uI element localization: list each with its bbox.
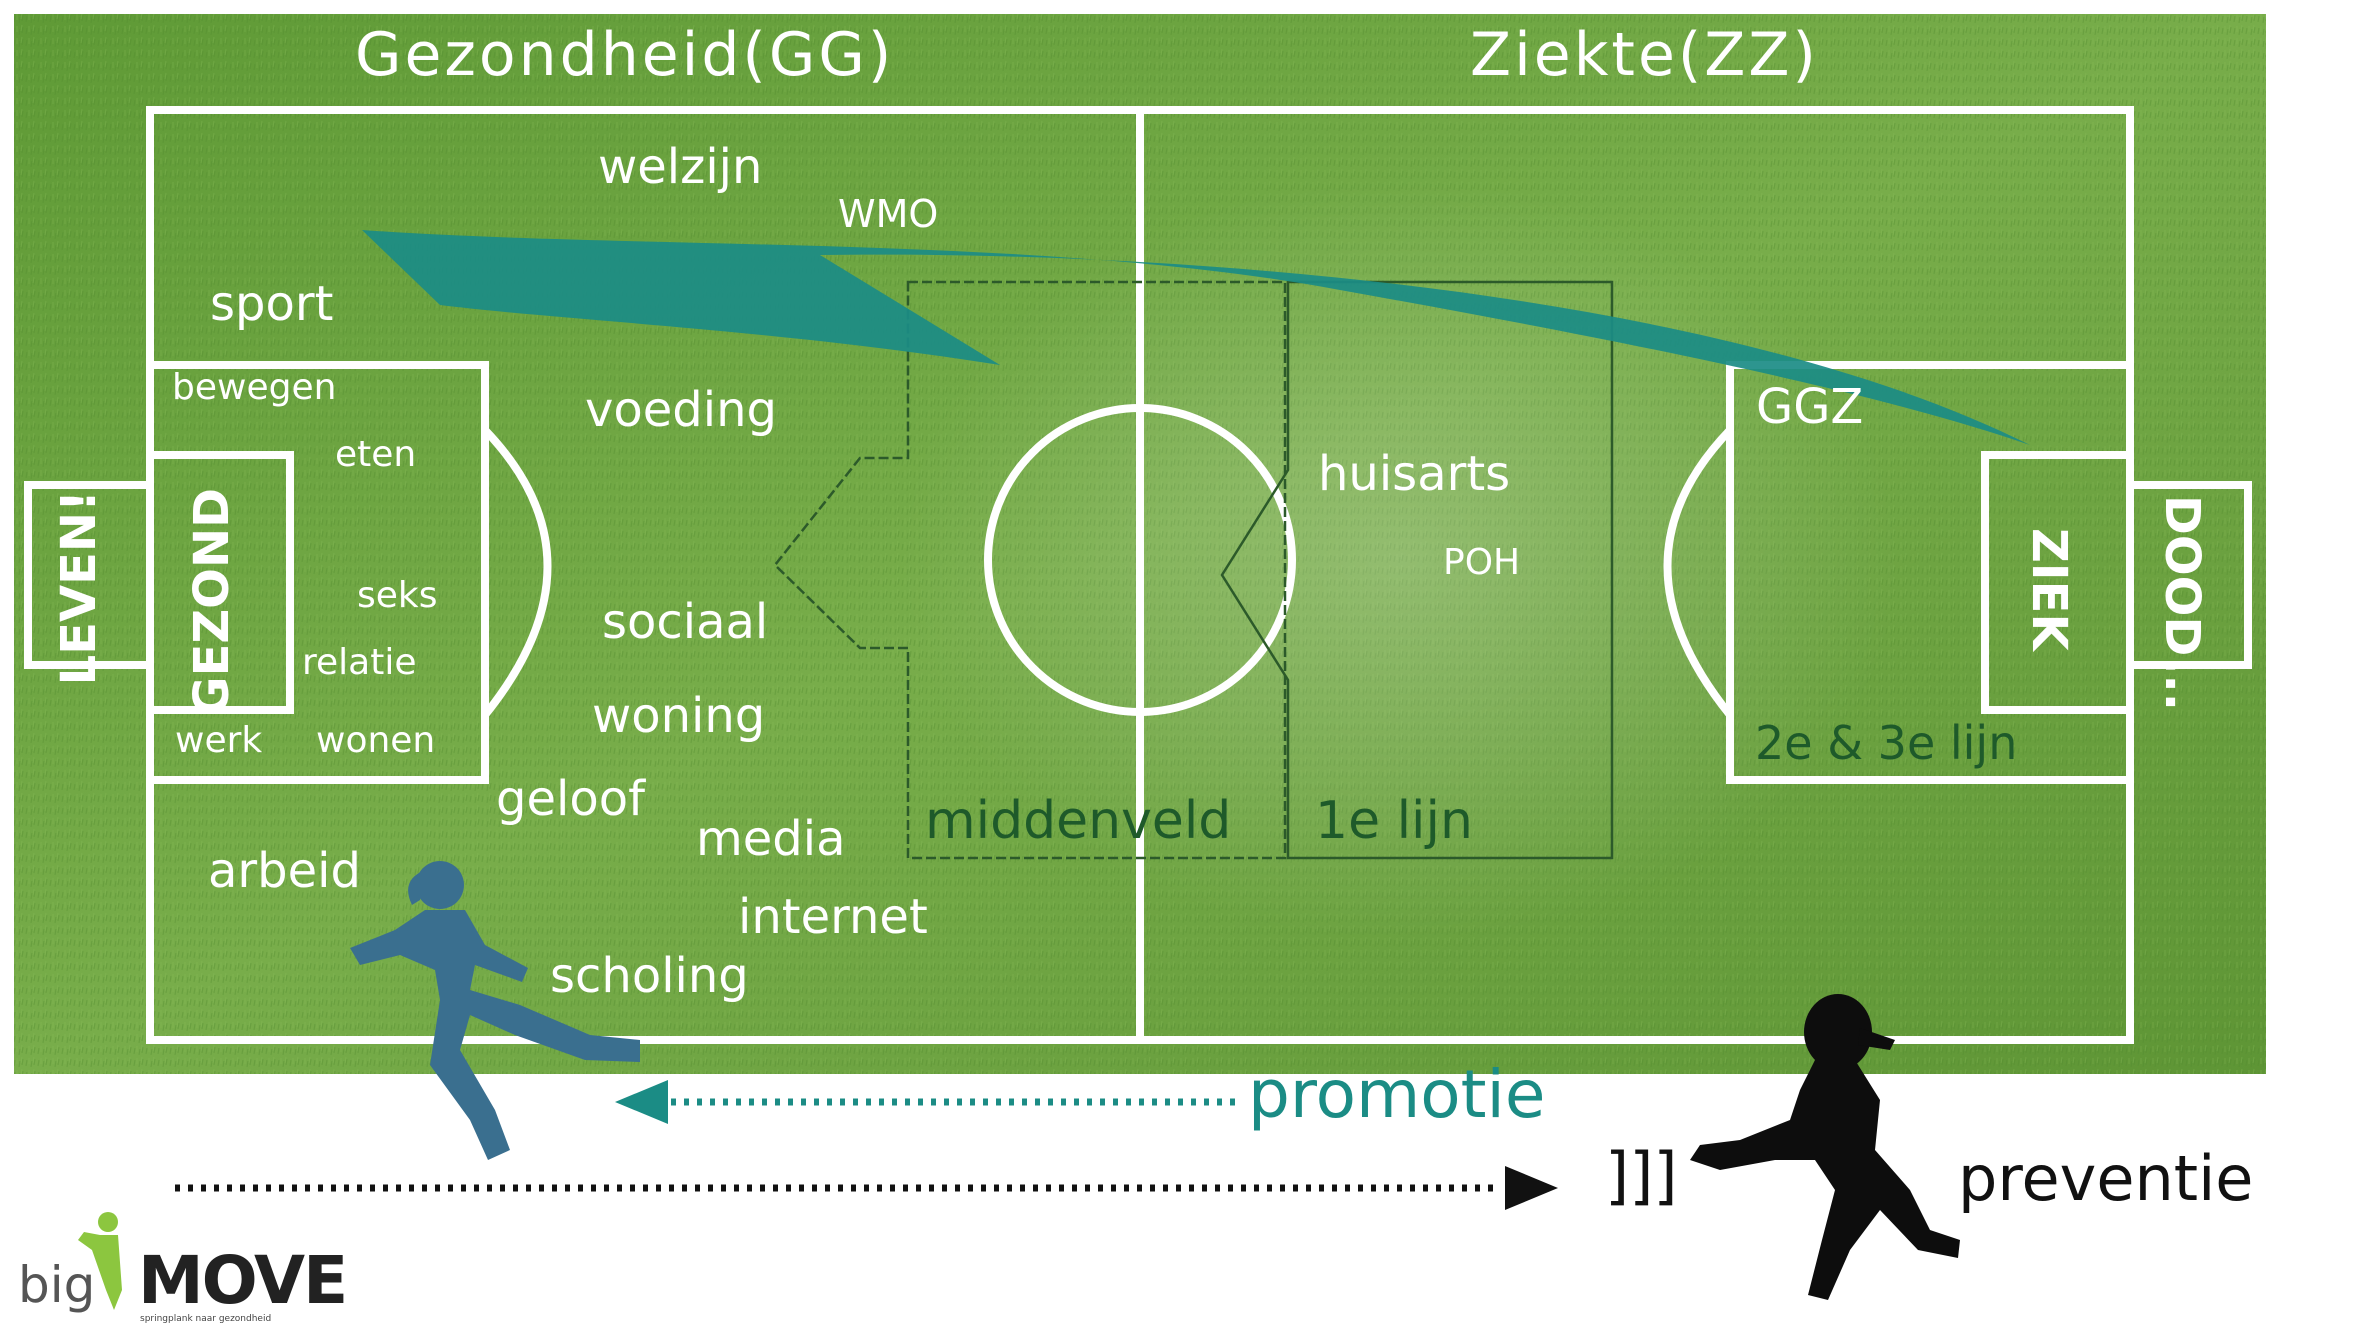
teal-curved-arrow [362,230,2030,445]
falling-figure [1690,994,1960,1300]
word-huisarts: huisarts [1318,446,1511,502]
logo-big: big [18,1256,96,1314]
word-tweede-derde-lijn: 2e & 3e lijn [1755,716,2018,770]
word-woning: woning [592,688,766,744]
logo-move: MOVE [138,1242,348,1319]
word-wonen: wonen [316,720,436,761]
word-internet: internet [738,889,928,945]
word-werk: werk [175,720,263,761]
runner-figure [350,861,640,1160]
left-half-title: Gezondheid(GG) [355,20,895,90]
left-goal [24,481,154,669]
word-sport: sport [210,276,334,332]
promotie-arrowhead [615,1080,668,1124]
ziek-label: ZIEK [2021,528,2077,651]
center-circle [984,404,1296,716]
word-middenveld: middenveld [925,791,1232,851]
word-eerste-lijn: 1e lijn [1315,791,1473,851]
right-half-title: Ziekte(ZZ) [1470,20,1819,90]
word-media: media [696,811,846,867]
word-wmo: WMO [838,192,939,236]
word-arbeid: arbeid [208,843,361,899]
word-poh: POH [1443,542,1521,583]
dood-label: DOOD... [2154,495,2210,711]
right-penalty-arc [1663,427,1734,718]
word-relatie: relatie [302,642,417,683]
right-goal [2126,481,2252,669]
preventie-arrowhead [1505,1166,1558,1210]
bigmove-logo: big MOVE springplank naar gezondheid [18,1245,358,1325]
gezond-label: GEZOND [184,488,240,716]
word-geloof: geloof [496,771,645,827]
middenveld-outline [773,280,1287,860]
leven-label: LEVEN! [51,490,107,686]
logo-tagline: springplank naar gezondheid [140,1314,272,1324]
logo-figure [78,1212,122,1310]
word-seks: seks [357,575,438,616]
word-ggz: GGZ [1756,379,1864,435]
word-welzijn: welzijn [598,139,763,195]
brackets-label: ]]] [1605,1139,1678,1212]
word-bewegen: bewegen [172,367,337,408]
promotie-label: promotie [1248,1056,1546,1133]
word-voeding: voeding [585,382,777,438]
left-penalty-arc [481,427,552,718]
eerste-lijn-outline [1220,280,1614,860]
preventie-label: preventie [1958,1142,2254,1215]
word-eten: eten [335,434,417,475]
word-sociaal: sociaal [602,594,769,650]
word-scholing: scholing [550,948,749,1004]
